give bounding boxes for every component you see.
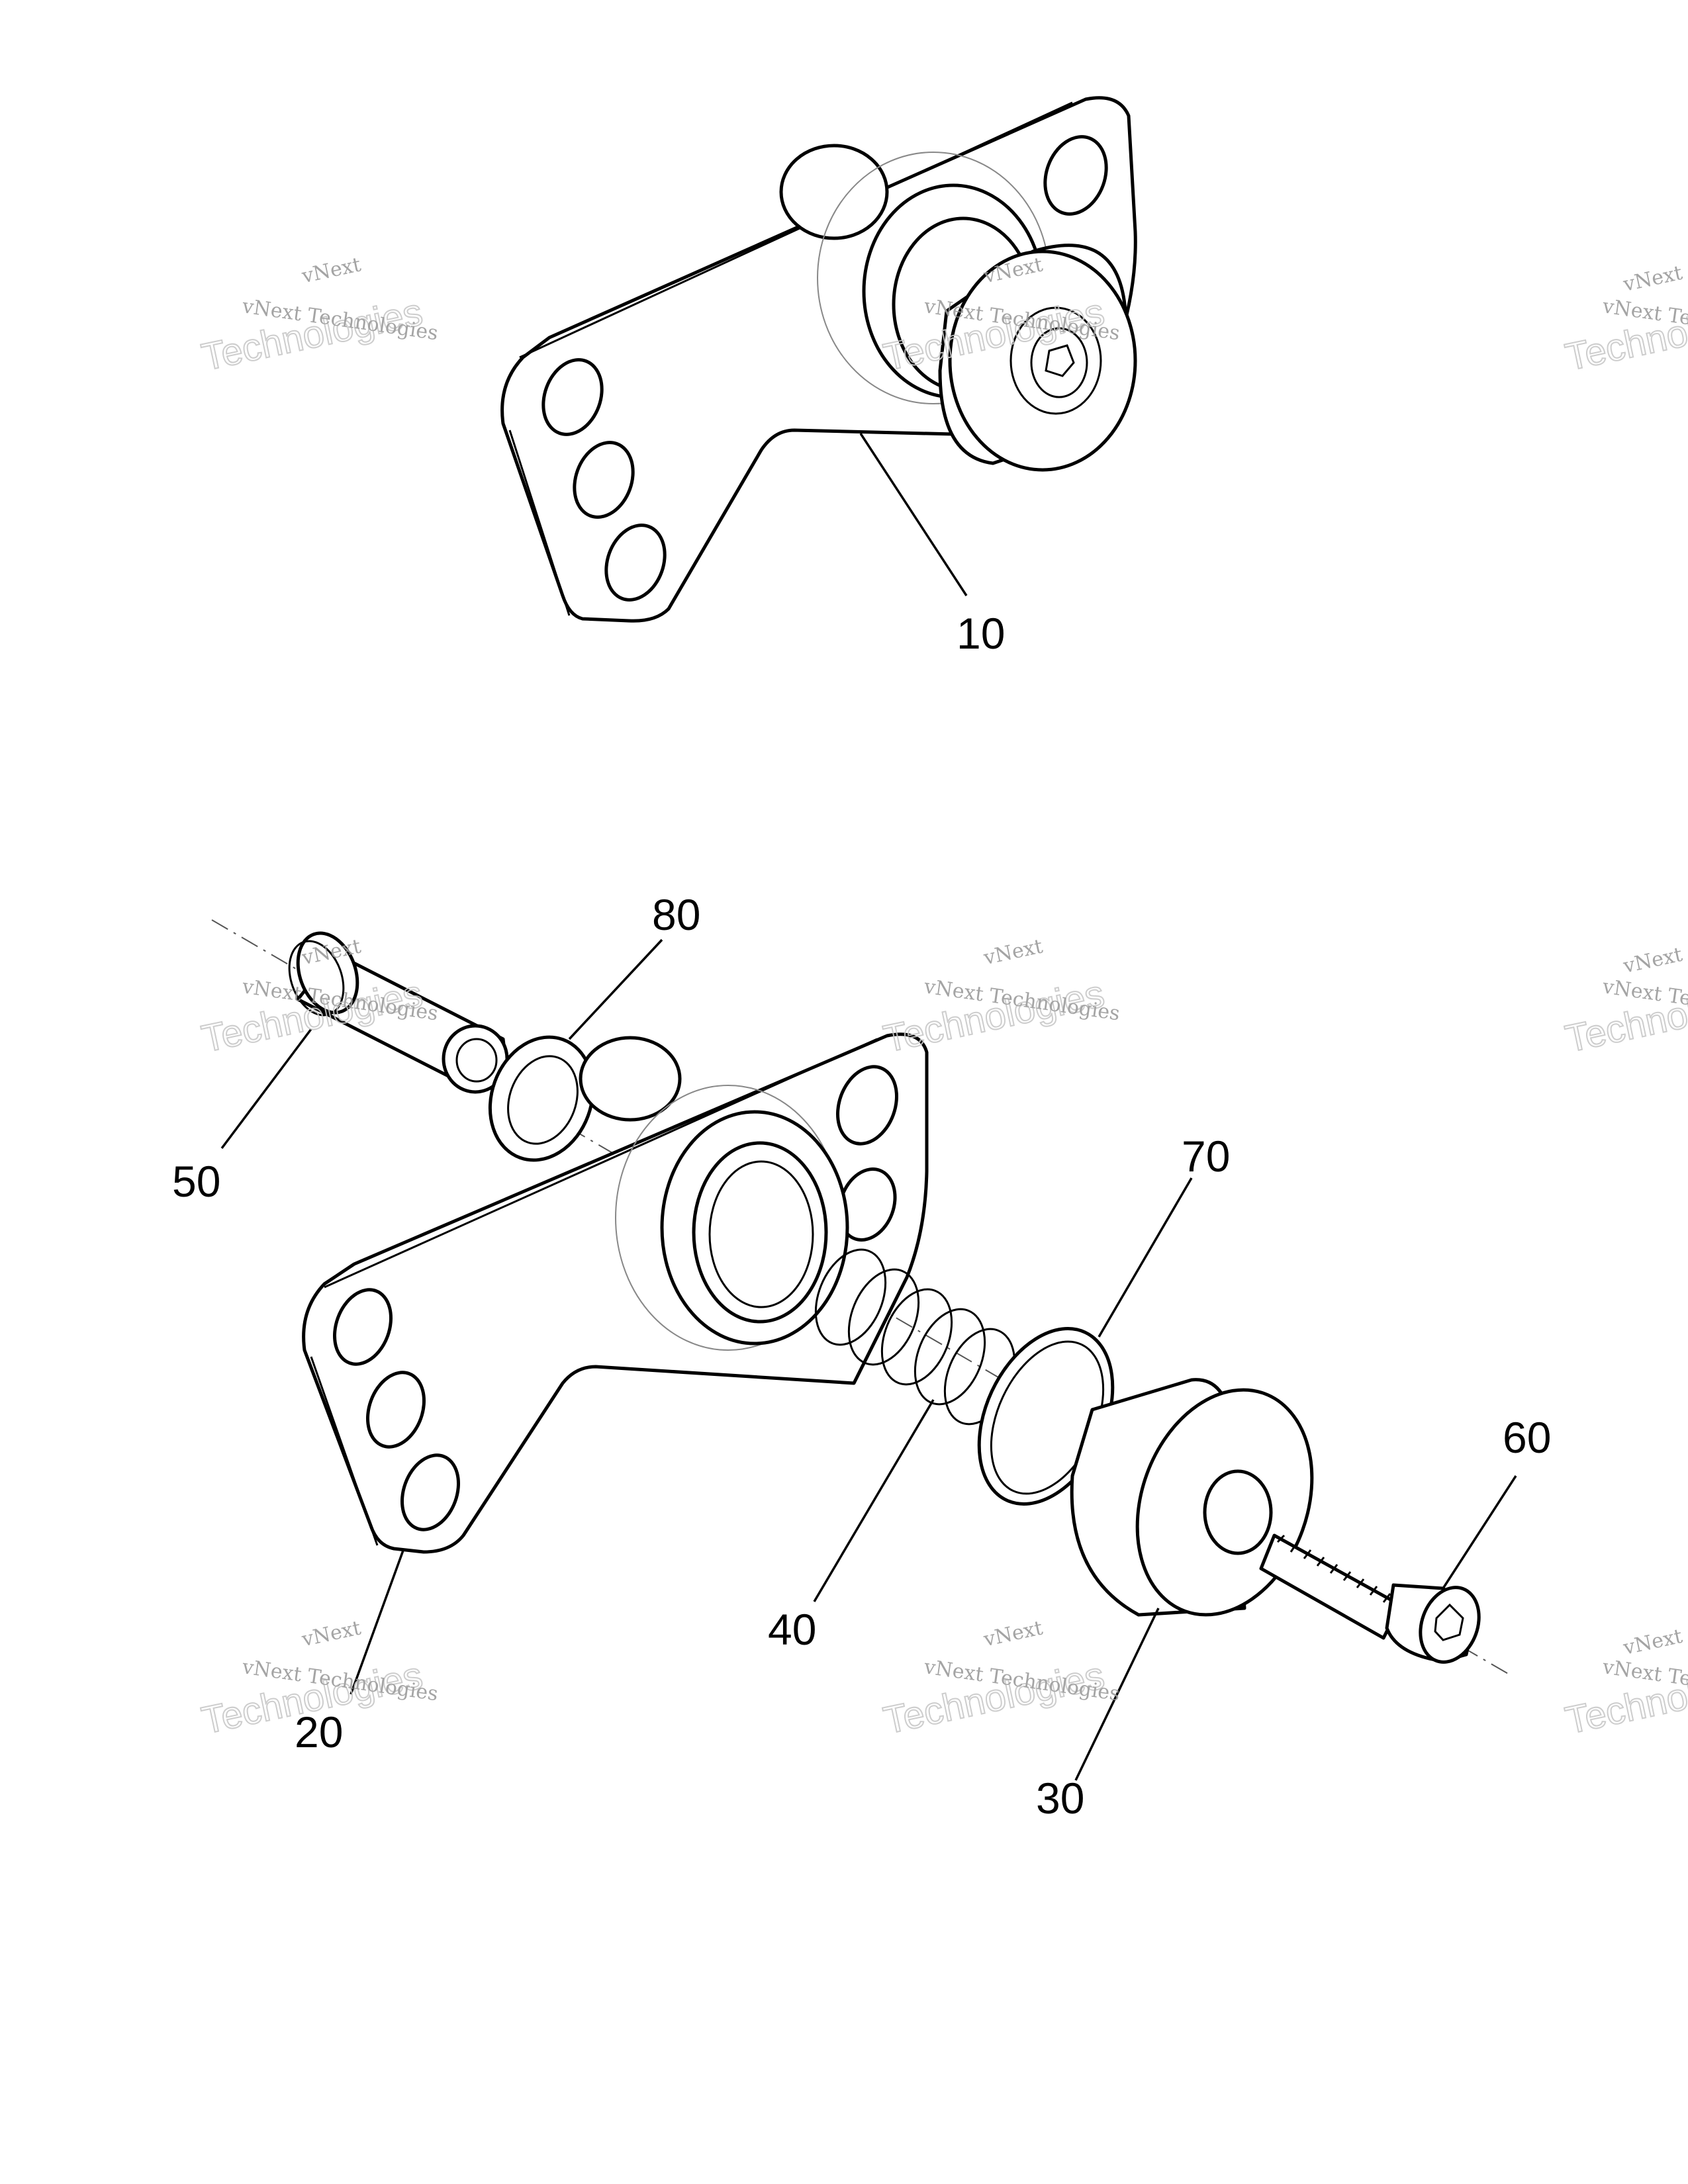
callout-40: 40 xyxy=(768,1605,816,1654)
leader-20 xyxy=(350,1548,405,1695)
callout-60: 60 xyxy=(1503,1413,1551,1462)
part-20-bracket xyxy=(302,1032,929,1554)
svg-text:vNext: vNext xyxy=(1620,261,1684,296)
watermark: vNext xyxy=(299,253,363,288)
part-80-washer xyxy=(488,1035,595,1162)
leader-30 xyxy=(1074,1608,1160,1781)
leader-40 xyxy=(813,1399,935,1602)
part-50-pin xyxy=(288,931,509,1094)
svg-text:vNext: vNext xyxy=(981,1616,1045,1651)
watermark: vNext xyxy=(1620,1625,1684,1660)
svg-text:vNext: vNext xyxy=(981,934,1045,970)
leader-10 xyxy=(859,433,968,596)
leader-60 xyxy=(1442,1475,1517,1589)
svg-text:vNext: vNext xyxy=(299,1616,363,1651)
svg-text:vNext: vNext xyxy=(1620,1625,1684,1660)
watermark: vNext xyxy=(981,1616,1045,1651)
watermark: vNext xyxy=(299,1616,363,1651)
callout-50: 50 xyxy=(172,1157,220,1206)
leader-80 xyxy=(568,938,663,1040)
callout-30: 30 xyxy=(1036,1774,1084,1823)
watermark: vNext xyxy=(1620,261,1684,296)
callout-80: 80 xyxy=(652,890,700,939)
assembled-bracket-view xyxy=(500,96,1137,623)
watermark: vNext xyxy=(1620,943,1684,978)
callout-10: 10 xyxy=(957,609,1005,658)
leader-50 xyxy=(220,1028,312,1150)
part-30-knob xyxy=(1070,1378,1314,1617)
svg-text:vNext: vNext xyxy=(1620,943,1684,978)
svg-text:vNext: vNext xyxy=(299,253,363,288)
callout-70: 70 xyxy=(1182,1132,1230,1181)
part-60-screw xyxy=(1259,1533,1481,1664)
leader-70 xyxy=(1098,1177,1193,1338)
watermark: vNext xyxy=(981,934,1045,970)
callout-20: 20 xyxy=(295,1707,343,1756)
